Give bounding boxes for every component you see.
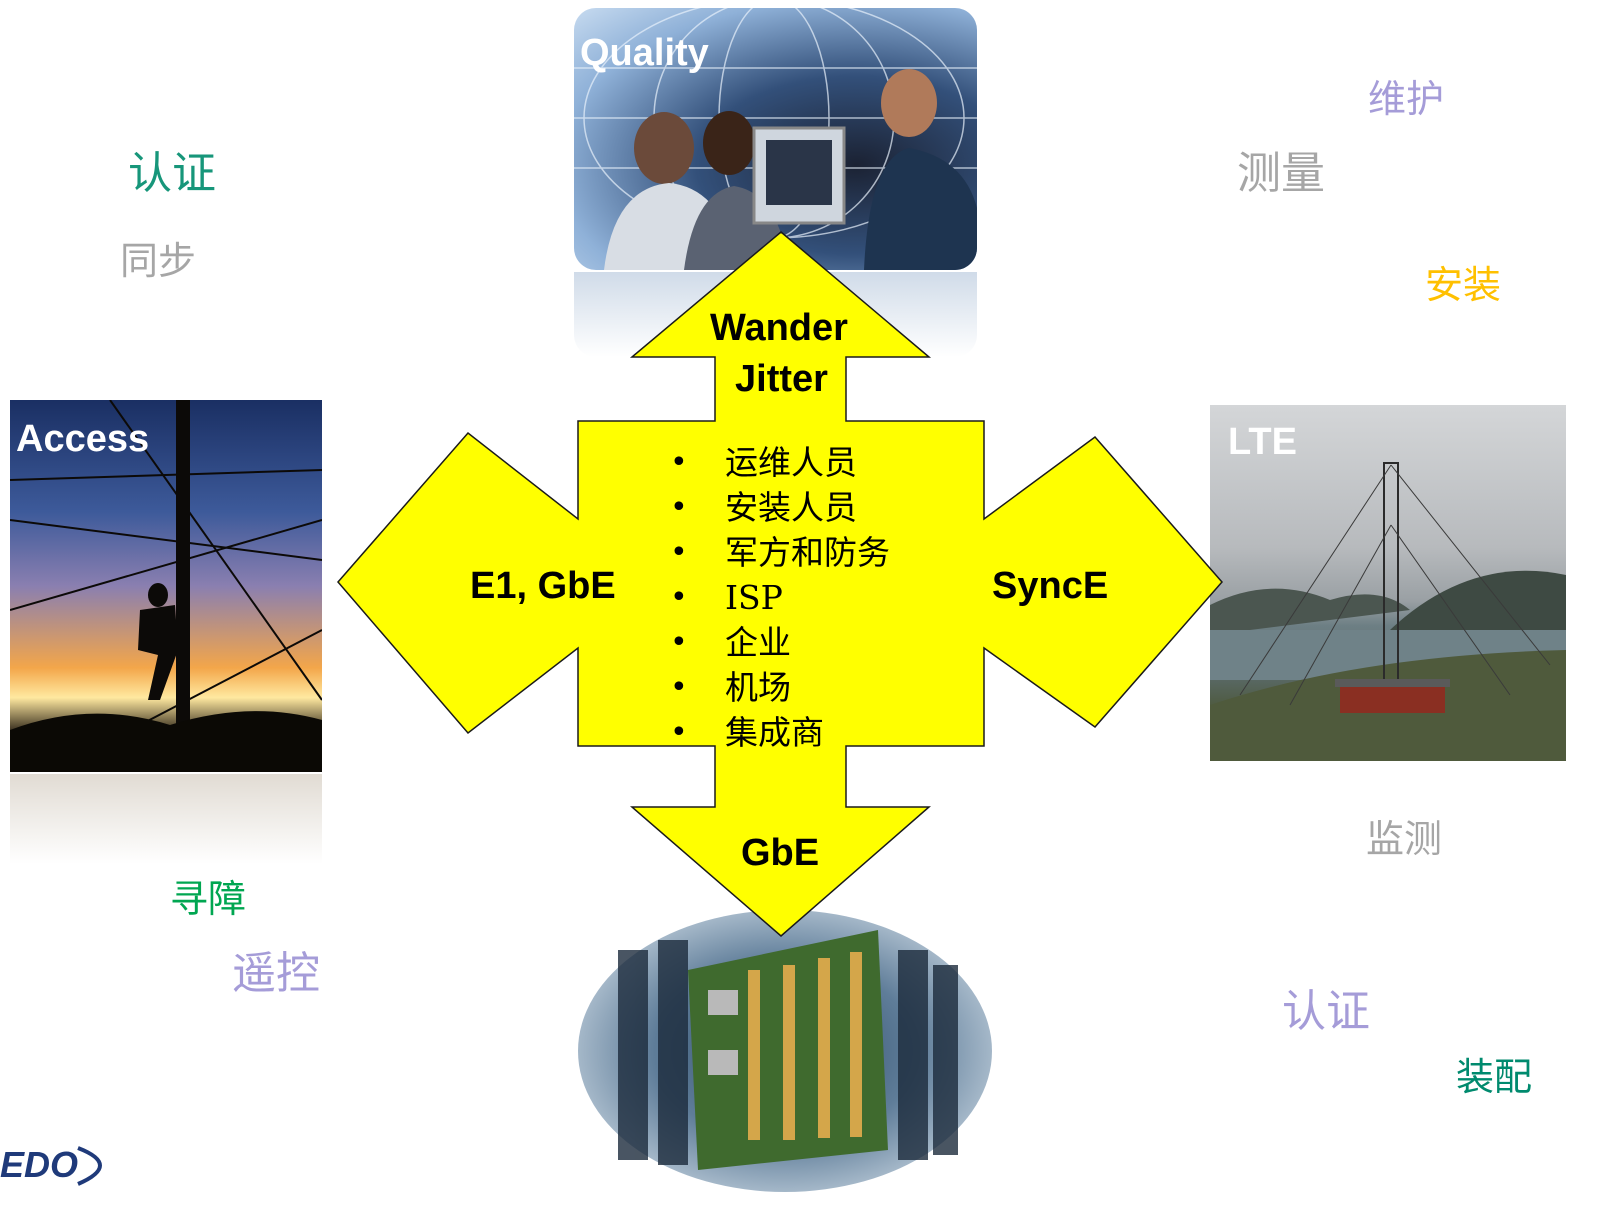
quality-label: Quality (580, 32, 709, 74)
audience-list: •运维人员 •安装人员 •军方和防务 •ISP •企业 •机场 •集成商 (670, 440, 890, 755)
hardware-photo (578, 910, 992, 1192)
hardware-photo-art (618, 930, 958, 1170)
access-photo-art (10, 400, 322, 772)
lte-photo: LTE (1210, 405, 1566, 761)
lte-label: LTE (1228, 421, 1297, 463)
bullet-icon: • (670, 490, 688, 525)
down-arrow-label: GbE (741, 832, 820, 874)
word-troubleshoot: 寻障 (170, 877, 247, 921)
word-remote: 遥控 (232, 948, 320, 999)
lte-photo-art (1210, 462, 1566, 761)
word-measure: 测量 (1237, 148, 1325, 199)
word-install: 安装 (1425, 263, 1502, 307)
bullet-icon: • (670, 445, 688, 480)
quality-photo-art (574, 8, 977, 270)
list-item: •集成商 (670, 710, 890, 755)
company-logo: EDO (0, 1140, 125, 1190)
word-assemble: 装配 (1456, 1055, 1533, 1099)
list-item: •运维人员 (670, 440, 890, 485)
logo-text: EDO (0, 1144, 79, 1185)
bullet-icon: • (670, 715, 688, 750)
logo-swoosh-icon (77, 1146, 102, 1186)
word-certify-right: 认证 (1282, 986, 1370, 1037)
word-certify-left: 认证 (128, 148, 216, 199)
access-photo-reflection (10, 774, 322, 864)
list-item: •ISP (670, 575, 890, 620)
bullet-icon: • (670, 625, 688, 660)
up-arrow-label-jitter: Jitter (735, 358, 828, 400)
word-sync: 同步 (120, 239, 197, 283)
up-arrow-label-wander: Wander (710, 307, 848, 349)
bullet-icon: • (670, 670, 688, 705)
access-photo: Access (10, 400, 322, 772)
four-way-arrow-shape (337, 231, 1223, 937)
right-arrow-label: SyncE (992, 565, 1109, 607)
access-label: Access (16, 418, 150, 460)
word-maintain: 维护 (1368, 77, 1445, 121)
bullet-icon: • (670, 580, 688, 615)
bullet-icon: • (670, 535, 688, 570)
list-item: •企业 (670, 620, 890, 665)
list-item: •机场 (670, 665, 890, 710)
list-item: •军方和防务 (670, 530, 890, 575)
quality-photo: Quality (574, 8, 977, 270)
list-item: •安装人员 (670, 485, 890, 530)
word-monitor: 监测 (1366, 817, 1443, 861)
left-arrow-label: E1, GbE (470, 565, 616, 607)
